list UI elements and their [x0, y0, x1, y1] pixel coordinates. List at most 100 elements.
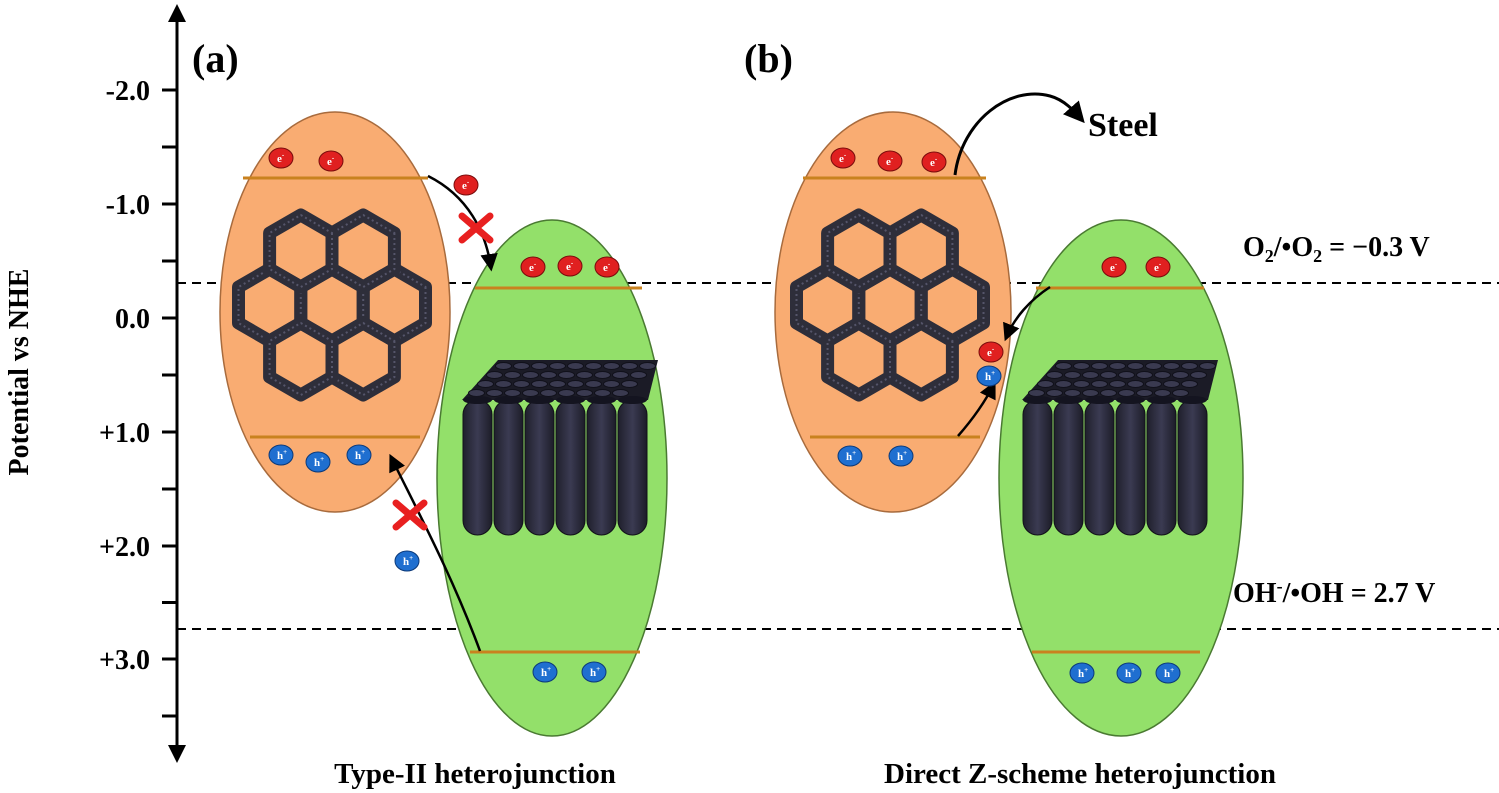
hole-label: h+: [590, 665, 600, 679]
hole-label: h+: [846, 449, 856, 463]
nanotube-opening: [1100, 389, 1117, 397]
nanotube: [555, 399, 586, 536]
blocked-electron-transfer-arrow: [427, 174, 498, 272]
nanotube-opening: [1136, 389, 1153, 397]
nanotube-opening: [1100, 371, 1117, 379]
hole-icon: h+: [532, 661, 558, 683]
nanotube-opening: [495, 362, 512, 370]
panel-b: Steel e-e-e-e-e-e-h+h+h+h+h+h+ Direct Z-…: [774, 92, 1276, 790]
nanotube-opening: [1181, 380, 1198, 388]
nanotube-opening: [630, 371, 647, 379]
hole-dot: [888, 445, 914, 467]
nanotube-opening: [1118, 371, 1135, 379]
nanotube-opening: [603, 362, 620, 370]
nanotube-opening: [477, 380, 494, 388]
axis-title: Potential vs NHE: [4, 269, 35, 476]
nanotube-opening: [585, 362, 602, 370]
honeycomb-framework-icon: [232, 208, 432, 402]
electron-to-steel-arrow: [953, 92, 1085, 176]
nanotube-opening: [612, 389, 629, 397]
honeycomb-framework-icon: [790, 208, 990, 402]
electron-dot: [557, 255, 583, 277]
nanotube-opening: [504, 389, 521, 397]
hole-icon: h+: [1116, 662, 1142, 684]
electron-icon: e-: [557, 255, 583, 277]
electron-label: e-: [529, 260, 537, 274]
nanotube-opening: [513, 380, 530, 388]
axis-tick-label: 0.0: [115, 304, 150, 335]
nanotube-opening: [1073, 362, 1090, 370]
nanotube-opening: [522, 389, 539, 397]
red-x-icon: [458, 212, 494, 244]
nanotube-array-icon: [462, 360, 658, 536]
electron-icon: e-: [594, 256, 620, 278]
nanotube-opening: [1145, 380, 1162, 388]
hole-label: h+: [403, 554, 413, 568]
electron-dot: [830, 147, 856, 169]
framework-ring-texture: [362, 267, 427, 343]
hole-icon: h+: [888, 445, 914, 467]
nanotube-opening: [594, 389, 611, 397]
electron-label: e-: [603, 260, 611, 274]
hole-icon: h+: [1069, 662, 1095, 684]
nanotube-opening: [1118, 389, 1135, 397]
hole-dot: [346, 444, 372, 466]
electron-label: e-: [277, 151, 285, 165]
hole-label: h+: [1078, 666, 1088, 680]
electron-dot: [268, 147, 294, 169]
nanotube-mouth: [1023, 396, 1052, 404]
nanotube-opening: [1055, 362, 1072, 370]
nanotube-opening: [1109, 362, 1126, 370]
nanotube-opening: [486, 389, 503, 397]
panel-a-label: (a): [192, 36, 239, 81]
z-scheme-hole-arrow: [957, 380, 996, 437]
hole-dot: [1155, 662, 1181, 684]
hole-dot: [976, 365, 1002, 387]
nanotube-opening: [576, 389, 593, 397]
hole-icon: h+: [581, 661, 607, 683]
panel-a-caption: Type-II heterojunction: [334, 758, 616, 790]
nanotube-opening: [1172, 389, 1189, 397]
nanotube-opening: [1091, 362, 1108, 370]
hole-icon: h+: [976, 365, 1002, 387]
nanotube-opening: [621, 380, 638, 388]
nanotube: [1177, 399, 1208, 536]
nanotube-opening: [549, 380, 566, 388]
hole-icon: h+: [268, 444, 294, 466]
nanotube-opening: [1181, 362, 1198, 370]
electron-icon: e-: [978, 341, 1004, 363]
nanotube-opening: [1046, 389, 1063, 397]
electron-label: e-: [839, 151, 847, 165]
nanotube-mouth: [618, 396, 647, 404]
nanotube: [1022, 399, 1053, 536]
hole-dot: [268, 444, 294, 466]
nanotube-opening: [1028, 389, 1045, 397]
panel-b-caption: Direct Z-scheme heterojunction: [884, 758, 1276, 790]
red-x-icon: [392, 499, 428, 531]
electron-dot: [921, 151, 947, 173]
nanotube-mouth: [494, 396, 523, 404]
nanotube-mouth: [1147, 396, 1176, 404]
electron-dot: [877, 150, 903, 172]
nanotube-opening: [567, 362, 584, 370]
electron-icon: e-: [921, 151, 947, 173]
electron-icon: e-: [830, 147, 856, 169]
nanotube: [1146, 399, 1177, 536]
steel-label: Steel: [1088, 107, 1158, 144]
electron-icon: e-: [520, 256, 546, 278]
electron-dot: [1101, 256, 1127, 278]
nanotube-array-icon: [1022, 360, 1218, 536]
nanotube-opening: [1055, 380, 1072, 388]
blocked-hole-transfer-arrow: [389, 453, 482, 652]
nanotube: [493, 399, 524, 536]
nanotube-opening: [567, 380, 584, 388]
nanotube-mouth: [525, 396, 554, 404]
electron-label: e-: [327, 154, 335, 168]
nanotube-opening: [558, 389, 575, 397]
nanotube-opening: [486, 371, 503, 379]
hole-label: h+: [541, 665, 551, 679]
nanotube: [1084, 399, 1115, 536]
electron-label: e-: [886, 154, 894, 168]
panel-b-label: (b): [744, 36, 793, 81]
nanotube-mouth: [1085, 396, 1114, 404]
